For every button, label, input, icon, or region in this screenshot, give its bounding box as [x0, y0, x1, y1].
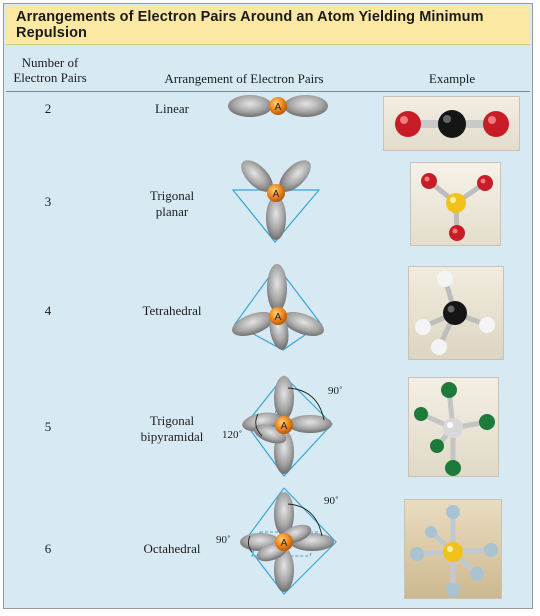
row-3-arrangement: Tetrahedral — [122, 303, 222, 319]
central-atom-label: A — [273, 189, 280, 200]
example-photo-trigonal-planar — [410, 162, 501, 246]
central-atom — [275, 416, 293, 434]
row-1-arrangement-line1: Linear — [155, 101, 189, 116]
trigonal-bipyramidal-orbital-diagram: A — [242, 375, 333, 477]
header-arrangement: Arrangement of Electron Pairs — [164, 71, 324, 86]
lobe-upper-left — [241, 160, 273, 192]
trigonal-planar-orbital-diagram: A — [231, 160, 321, 243]
row-3-arrangement-line1: Tetrahedral — [142, 303, 202, 318]
lobe-left — [228, 95, 272, 117]
row-5-pairs: 6 — [44, 541, 52, 556]
row-5-arrangement: Octahedral — [122, 541, 222, 557]
example-photo-trigonal-bipyramidal — [408, 377, 499, 477]
lobe-axial-top — [274, 376, 294, 420]
angle-label-oct-top: 90˚ — [324, 495, 339, 507]
lobe-top — [274, 492, 294, 536]
row-4-arrangement-line1: Trigonal — [149, 413, 195, 428]
row-1-pairs: 2 — [44, 101, 52, 116]
row-4-arrangement: Trigonal bipyramidal — [122, 413, 222, 445]
row-2-pairs: 3 — [44, 194, 52, 209]
angle-arc-top — [287, 503, 323, 537]
central-atom — [267, 184, 285, 202]
electron-pair-table: Arrangements of Electron Pairs Around an… — [3, 3, 533, 609]
example-photo-octahedral — [404, 499, 502, 599]
bipyramid-frame — [245, 375, 333, 477]
row-2-arrangement-line2: planar — [155, 204, 189, 219]
central-atom-label: A — [281, 421, 288, 432]
linear-orbital-diagram: A — [228, 95, 328, 117]
row-2-arrangement-line1: Trigonal — [149, 188, 195, 203]
central-atom — [275, 533, 293, 551]
angle-arc-axial — [287, 387, 325, 421]
octahedral-orbital-diagram: A — [240, 487, 337, 595]
row-4-pairs: 5 — [44, 419, 52, 434]
lobe-bottom — [266, 196, 286, 240]
row-1-arrangement: Linear — [122, 101, 222, 117]
angle-label-tbp-axial: 90˚ — [328, 385, 343, 397]
lobe-bottom — [274, 548, 294, 592]
angle-arc-equatorial — [255, 413, 263, 437]
row-4-arrangement-line2: bipyramidal — [140, 429, 204, 444]
central-atom — [269, 307, 287, 325]
central-atom-label: A — [281, 538, 288, 549]
row-2-arrangement: Trigonal planar — [122, 188, 222, 220]
lobe-left — [232, 311, 274, 337]
lobe-equatorial-right — [288, 415, 332, 433]
header-example: Example — [428, 71, 476, 86]
header-pairs-line1: Number of — [21, 55, 79, 70]
header-number-of-pairs: Number of Electron Pairs — [6, 55, 94, 85]
angle-label-oct-side: 90˚ — [216, 534, 231, 546]
lobe-right — [284, 95, 328, 117]
central-atom-label: A — [275, 312, 282, 323]
row-5-arrangement-line1: Octahedral — [143, 541, 201, 556]
table-title: Arrangements of Electron Pairs Around an… — [6, 6, 530, 45]
tetrahedral-orbital-diagram: A — [232, 264, 324, 351]
lobe-upper-right — [279, 160, 311, 192]
example-photo-tetrahedral — [408, 266, 504, 360]
central-atom — [269, 97, 287, 115]
header-pairs-line2: Electron Pairs — [13, 70, 87, 85]
lobe-right — [282, 311, 324, 337]
angle-arc-side — [247, 535, 253, 553]
row-3-pairs: 4 — [44, 303, 52, 318]
lobe-top — [267, 264, 287, 312]
example-photo-linear — [383, 96, 520, 151]
angle-label-tbp-equatorial: 120˚ — [222, 429, 243, 441]
central-atom-label: A — [275, 102, 282, 113]
header-divider — [6, 91, 530, 92]
